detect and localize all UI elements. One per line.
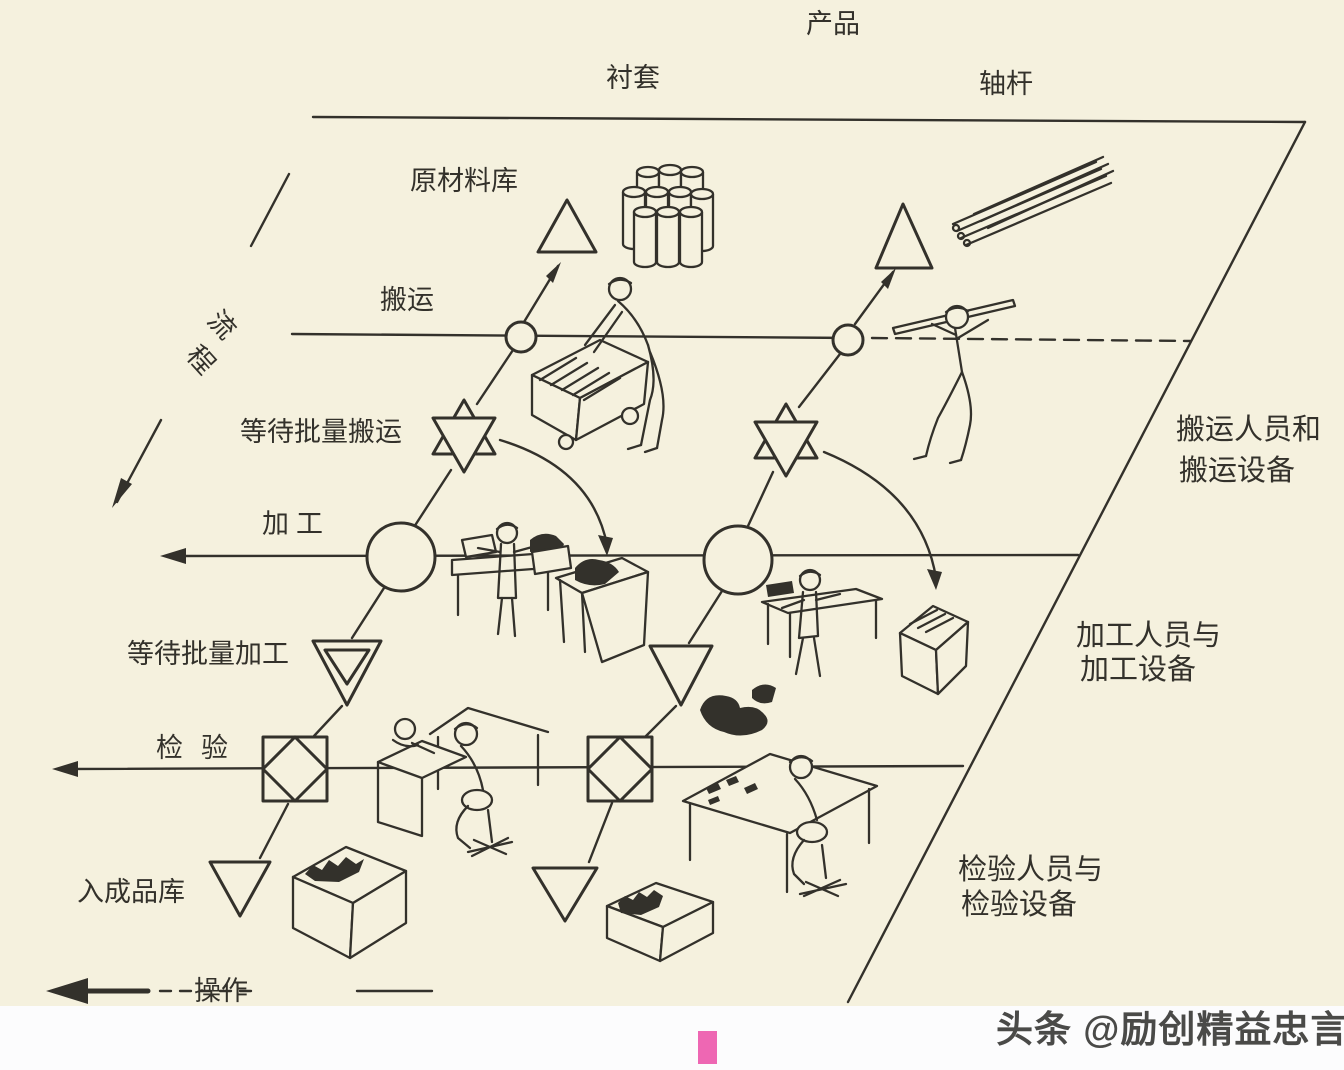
bushing-delay-star [431, 398, 497, 474]
shaft-connector-4 [687, 589, 724, 645]
shaft-delay-star [753, 402, 819, 478]
inspect-row-arrowhead [52, 761, 78, 777]
column-label-bushing: 衬套 [606, 63, 660, 93]
bushing-finished-box-illustration [291, 845, 408, 960]
annotation-transport-line1: 搬运人员和 [1176, 413, 1321, 446]
shaft-rod-bundle-illustration [951, 155, 1115, 248]
shaft-batch-arrow-curve [822, 450, 938, 580]
row-label-wait-batch-transport: 等待批量搬运 [240, 417, 402, 447]
plane-right-edge [846, 120, 1307, 1004]
transport-row-line-dashed [870, 336, 1192, 343]
shaft-finished-storage-triangle [531, 866, 599, 923]
bushing-operation-circle [365, 521, 437, 593]
shaft-operation-circle [702, 524, 774, 596]
bushing-connector-6 [258, 802, 290, 860]
pink-marker [698, 1031, 717, 1064]
machined-parts-pile-illustration [700, 684, 776, 736]
watermark-text: 头条 @励创精益忠言 [996, 1009, 1344, 1050]
shaft-transport-circle [831, 323, 865, 357]
annotation-inspect-line2: 检验设备 [961, 888, 1077, 921]
bushing-inspection-scene-illustration [376, 706, 550, 858]
bushing-wait-process-triangle [311, 639, 383, 707]
bushing-connector-5 [312, 704, 344, 738]
shaft-storage-arrowhead [881, 268, 896, 289]
shaft-wait-process-triangle [648, 644, 714, 707]
transport-worker-cart-illustration [530, 276, 665, 454]
row-label-raw-material-store: 原材料库 [410, 166, 518, 196]
bottom-band [0, 1006, 1344, 1070]
product-title: 产品 [806, 9, 860, 39]
annotation-transport-line2: 搬运设备 [1179, 454, 1295, 487]
transport-row-line [290, 332, 858, 340]
transport-worker-rod-illustration [891, 298, 1017, 465]
annotation-process-line2: 加工设备 [1080, 653, 1196, 686]
plane-frame [311, 115, 1307, 1004]
column-label-shaft: 轴杆 [979, 69, 1033, 99]
bushing-batch-arrowhead [598, 535, 613, 556]
annotation-process-line1: 加工人员与 [1076, 620, 1221, 652]
shaft-connector-5 [644, 704, 678, 738]
batch-move-arrows [498, 438, 942, 590]
shaft-connector-2 [797, 352, 842, 409]
shaft-connector-6 [587, 801, 614, 864]
flow-axis-arrowhead [112, 478, 132, 508]
column-bushing [208, 198, 598, 918]
shaft-finished-box-illustration [605, 881, 715, 963]
bushing-blanks-stack-illustration [621, 163, 715, 269]
bushing-storage-arrowhead [546, 262, 561, 283]
operation-arrowhead [46, 978, 88, 1004]
bushing-connector-4 [350, 586, 386, 640]
bushing-machining-scene-illustration [450, 521, 650, 664]
shaft-machining-scene-illustration [760, 568, 970, 696]
bushing-connector-2 [475, 348, 515, 406]
process-row-line [164, 553, 1080, 558]
shaft-inspection-symbol [586, 735, 654, 803]
bushing-inspection-symbol [261, 735, 329, 803]
bushing-transport-circle [504, 320, 538, 354]
bushing-raw-storage-triangle [536, 198, 598, 254]
shaft-connector-3 [746, 470, 775, 528]
process-row-arrowhead [160, 548, 186, 564]
shaft-inspection-scene-illustration [681, 752, 879, 898]
row-label-transport: 搬运 [380, 285, 434, 315]
annotation-inspect-line1: 检验人员与 [958, 853, 1103, 886]
column-shaft [531, 202, 934, 923]
bushing-connector-3 [412, 468, 453, 529]
shaft-raw-storage-triangle [874, 202, 934, 270]
labels: 产品 衬套 轴杆 原材料库 搬运 等待批量搬运 加工 等待批量加工 检验 入成品… [77, 9, 1344, 1050]
plane-top-edge [311, 115, 1307, 124]
bushing-batch-arrow-curve [498, 438, 609, 547]
flow-axis-line-upper [249, 172, 291, 248]
row-label-wait-batch-process: 等待批量加工 [127, 639, 289, 669]
bushing-finished-storage-triangle [208, 860, 272, 918]
row-label-operation: 操作 [194, 976, 248, 1006]
shaft-batch-arrowhead [927, 569, 942, 590]
row-label-finished-store: 入成品库 [77, 877, 185, 907]
